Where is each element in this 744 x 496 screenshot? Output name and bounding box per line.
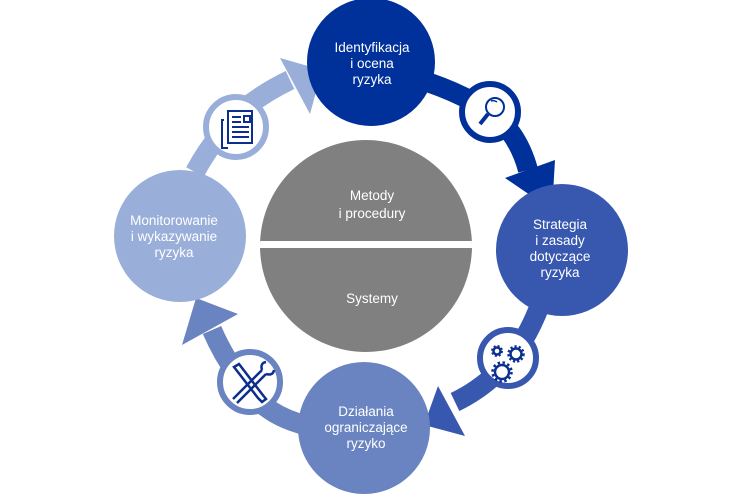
stage-monitoring: Monitorowanie i wykazywanie ryzyka bbox=[114, 170, 246, 302]
connector-badge-monitoring bbox=[203, 94, 269, 160]
connector-badge-identification bbox=[459, 81, 521, 143]
stage-strategy-line-4: ryzyka bbox=[540, 265, 579, 280]
stage-monitoring-line-1: Monitorowanie bbox=[130, 213, 218, 228]
connector-badge-mitigation bbox=[217, 349, 283, 415]
center-divider bbox=[260, 241, 472, 248]
stage-mitigation-line-2: ograniczające bbox=[324, 420, 407, 435]
stage-mitigation: Działania ograniczające ryzyko bbox=[298, 362, 430, 494]
stage-monitoring-line-2: i wykazywanie bbox=[131, 229, 217, 244]
arrow-head bbox=[182, 298, 238, 345]
magnifier-icon bbox=[478, 97, 505, 126]
connector-badge-strategy bbox=[477, 327, 539, 389]
stage-strategy: Strategia i zasady dotyczące ryzyka bbox=[496, 184, 628, 316]
tools-icon bbox=[232, 360, 276, 404]
document-icon bbox=[221, 110, 253, 149]
stage-strategy-line-2: i zasady bbox=[535, 233, 585, 248]
stage-mitigation-line-3: ryzyko bbox=[346, 436, 385, 451]
center-bottom-line-1: Systemy bbox=[346, 291, 398, 306]
stage-identification-line-3: ryzyka bbox=[352, 72, 391, 87]
stage-monitoring-line-3: ryzyka bbox=[154, 245, 193, 260]
stage-mitigation-line-1: Działania bbox=[338, 404, 394, 419]
center-top-line-1: Metody bbox=[350, 188, 395, 203]
stage-identification: Identyfikacja i ocena ryzyka bbox=[307, 0, 435, 126]
stage-strategy-line-3: dotyczące bbox=[530, 249, 591, 264]
center-circle: Metody i procedury Systemy bbox=[260, 140, 472, 352]
gears-icon bbox=[491, 345, 525, 383]
center-top-line-2: i procedury bbox=[339, 206, 406, 221]
stage-strategy-line-1: Strategia bbox=[533, 217, 588, 232]
stage-identification-line-2: i ocena bbox=[350, 56, 394, 71]
stage-identification-line-1: Identyfikacja bbox=[334, 40, 410, 55]
arrow-head bbox=[424, 386, 465, 436]
